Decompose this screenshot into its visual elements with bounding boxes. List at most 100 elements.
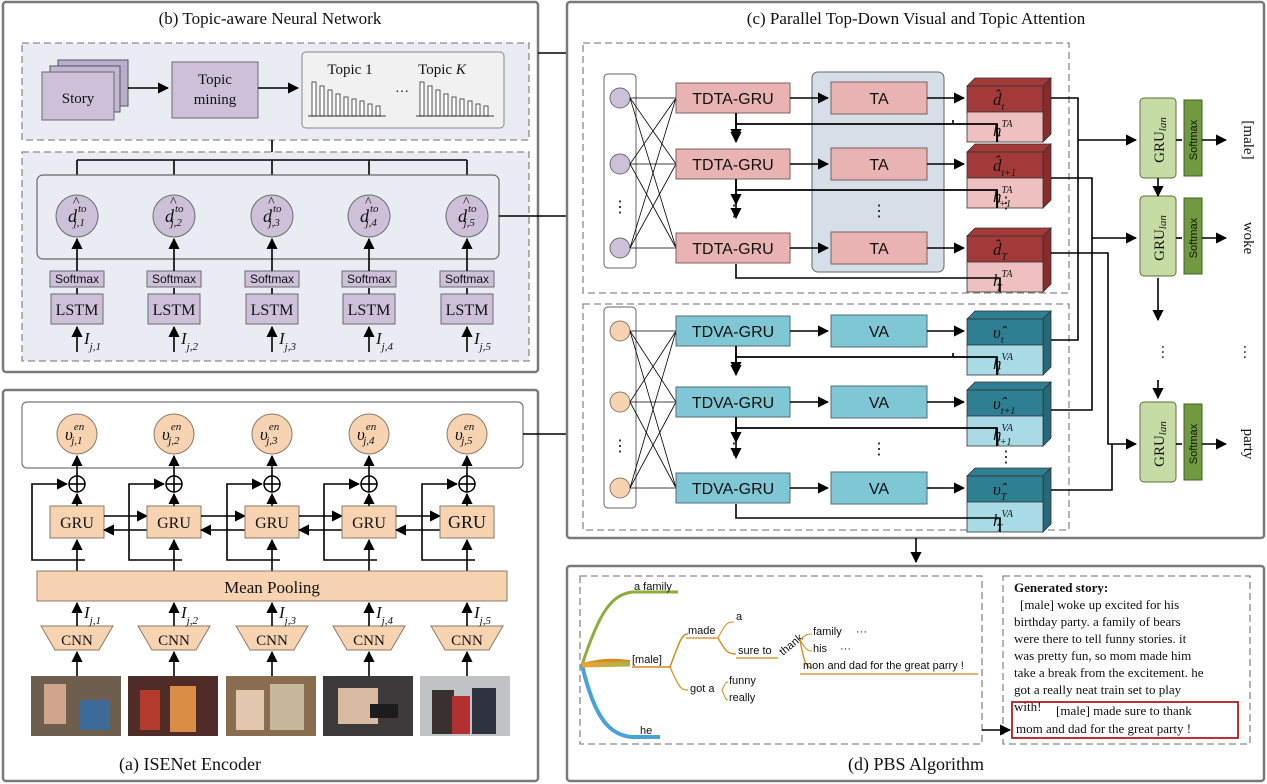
input-node-dots: ⋮ [612, 199, 628, 216]
topic-context-vector [966, 85, 1044, 113]
va-hidden-state [966, 415, 1044, 447]
generated-story-region [1002, 575, 1251, 745]
input-node [609, 87, 631, 109]
ta-box [830, 81, 928, 115]
output-word: party [1240, 429, 1256, 460]
cnn-input-label: Ij,4 [375, 603, 393, 627]
pbs-tree-region [579, 575, 983, 745]
tree-his: his [813, 643, 828, 655]
tree-ellipsis-1: ··· [856, 626, 867, 638]
cnn-label: CNN [353, 633, 385, 649]
ta-hidden-state [966, 111, 1044, 143]
output-word: [male] [1240, 120, 1256, 159]
topic-context-vector [966, 151, 1044, 179]
input-node [609, 320, 631, 342]
tree-made: made [688, 625, 716, 637]
topic-k-label: Topic K [418, 62, 467, 78]
topic-k-histogram [416, 81, 494, 117]
tdva-gru-label: TDVA-GRU [692, 481, 774, 498]
lstm-label: LSTM [56, 302, 99, 319]
ta-label: TA [869, 241, 889, 258]
ta-hidden-state [966, 261, 1044, 293]
gru-lan-box [1139, 401, 1177, 483]
ta-label: TA [869, 157, 889, 174]
softmax-label: Softmax [250, 272, 294, 286]
story-highlight-line-2: mom and dad for the great party ! [1016, 721, 1191, 736]
cnn-input-label: Ij,5 [473, 603, 491, 627]
input-node [609, 391, 631, 413]
topic-mining-label-1: Topic [198, 72, 232, 88]
svg-text:^: ^ [170, 195, 177, 210]
input-node [609, 153, 631, 175]
gru-lan-label: GRUlan [1152, 421, 1169, 467]
tree-a-family: a family [634, 581, 672, 593]
tree-funny: funny [729, 675, 756, 687]
encoder-gru-label: GRU [60, 515, 94, 532]
context-vector-label: d̂T [993, 240, 1009, 263]
topic-1-label: Topic 1 [327, 62, 372, 78]
input-label: Ij,5 [473, 329, 491, 353]
encoder-gru-label: GRU [352, 515, 386, 532]
context-dots: ⋮ [998, 449, 1014, 466]
cnn-box [332, 625, 406, 651]
cnn-box [430, 625, 504, 651]
tree-sure-to: sure to [738, 645, 772, 657]
encoder-gru-label: GRU [255, 515, 289, 532]
generated-story: Generated story: [male] woke up excited … [1011, 580, 1239, 739]
lan-softmax-label: Softmax [1188, 423, 1200, 464]
input-photos [31, 676, 510, 736]
tree-really: really [729, 692, 756, 704]
va-label: VA [869, 395, 889, 412]
tdta-gru-box [675, 148, 791, 180]
softmax-label: Softmax [445, 272, 489, 286]
cnn-box [40, 625, 114, 651]
story-label: Story [62, 91, 95, 107]
visual-attention-region [582, 303, 1070, 531]
lstm-box [50, 293, 104, 325]
panel-c-title: (c) Parallel Top-Down Visual and Topic A… [747, 9, 1086, 28]
visual-context-vector [966, 318, 1044, 346]
encoder-gru-box [49, 505, 105, 539]
lan-softmax-label: Softmax [1188, 119, 1200, 160]
va-label: VA [869, 481, 889, 498]
lstm-label: LSTM [446, 302, 489, 319]
svg-text:^: ^ [73, 195, 80, 210]
tree-male: [male] [632, 654, 662, 666]
encoder-gru-box [146, 505, 202, 539]
attention-dots: ⋮ [871, 441, 887, 458]
output-word: woke [1240, 222, 1256, 255]
tdva-gru-box [675, 386, 791, 418]
tdta-gru-label: TDTA-GRU [692, 241, 773, 258]
topic-1-histogram [308, 81, 386, 117]
softmax-label: Softmax [55, 272, 99, 286]
context-vector-label: d̂t [993, 90, 1005, 113]
story-line-2: birthday party. a family of bears [1014, 614, 1181, 629]
lan-dots: ··· [1154, 345, 1170, 360]
story-line-3: were there to tell funny stories. it [1014, 631, 1187, 646]
language-gru-3: GRUlan Softmax party [1139, 401, 1256, 483]
input-node-dots: ⋮ [612, 438, 628, 455]
lstm-box [342, 293, 396, 325]
story-line-5: take a break from the excitement. he [1014, 665, 1204, 680]
visual-context-vector [966, 475, 1044, 503]
tdta-gru-label: TDTA-GRU [692, 91, 773, 108]
cnn-label: CNN [158, 633, 190, 649]
cnn-box [235, 625, 309, 651]
softmax-label: Softmax [347, 272, 391, 286]
topic-mining-label-2: mining [194, 92, 237, 108]
